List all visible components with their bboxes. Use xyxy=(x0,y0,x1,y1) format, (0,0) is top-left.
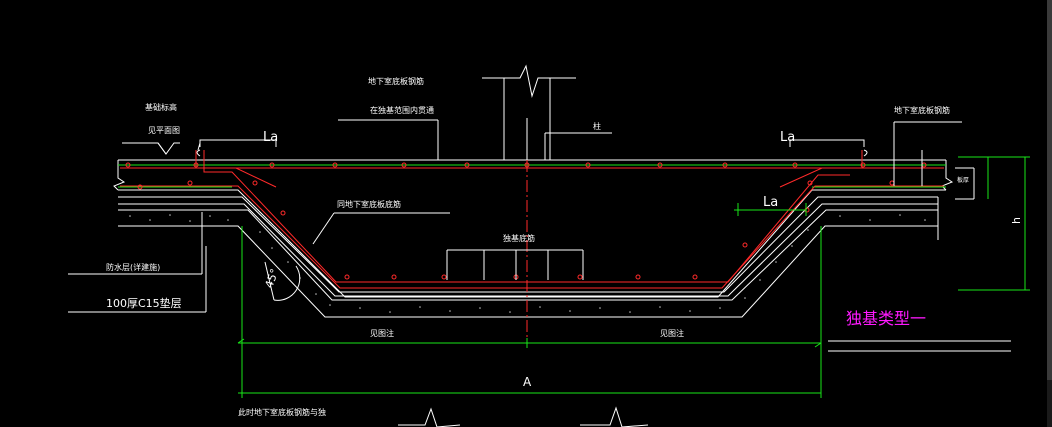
dimension-lines xyxy=(237,156,1030,398)
la-brackets xyxy=(196,139,868,157)
la-left-label: La xyxy=(263,130,278,145)
waterproof-layer-label: 防水层(详建施) xyxy=(106,262,160,272)
column-outline xyxy=(482,64,612,160)
dimension-a-label: A xyxy=(523,375,532,389)
vertical-scrollbar[interactable] xyxy=(1047,0,1052,427)
cushion-label: 100厚C15垫层 xyxy=(106,296,182,310)
same-as-basement-label: 同地下室底板底筋 xyxy=(337,199,401,209)
foundation-top-label-2: 见平面图 xyxy=(148,126,180,135)
la-right-mid-label: La xyxy=(763,195,778,210)
through-rebar-label: 在独基范围内贯通 xyxy=(370,105,434,115)
column-label: 柱 xyxy=(593,121,601,131)
bottom-note-label: 此时地下室底板钢筋与独 xyxy=(238,407,326,417)
scrollbar-thumb[interactable] xyxy=(1047,0,1052,380)
cushion-hatch xyxy=(129,214,926,313)
waterproof-layers xyxy=(118,196,939,318)
see-plan-left-label: 见图注 xyxy=(370,328,394,338)
annotation-labels: 基础标高 见平面图 地下室底板钢筋 在独基范围内贯通 地下室底板钢筋 柱 同地下… xyxy=(106,76,1023,417)
green-layer-lines xyxy=(118,164,946,188)
isolated-bottom-rebar-label: 独基底筋 xyxy=(503,233,535,243)
la-right-top-label: La xyxy=(780,130,795,145)
concrete-outline xyxy=(113,159,954,298)
rebar-lines xyxy=(120,150,944,289)
rebar-dots xyxy=(125,162,927,280)
slab-thickness-label: 板厚 xyxy=(957,176,969,184)
h-label: h xyxy=(1010,217,1023,224)
basement-slab-rebar-label: 地下室底板钢筋 xyxy=(368,76,424,86)
see-plan-right-label: 见图注 xyxy=(660,328,684,338)
drawing-title: 独基类型一 xyxy=(846,309,926,328)
leader-lines xyxy=(68,119,1011,427)
basement-slab-rebar-right-label: 地下室底板钢筋 xyxy=(894,105,950,115)
foundation-top-label-1: 基础标高 xyxy=(145,102,177,112)
angle-label: 45° xyxy=(263,267,282,290)
